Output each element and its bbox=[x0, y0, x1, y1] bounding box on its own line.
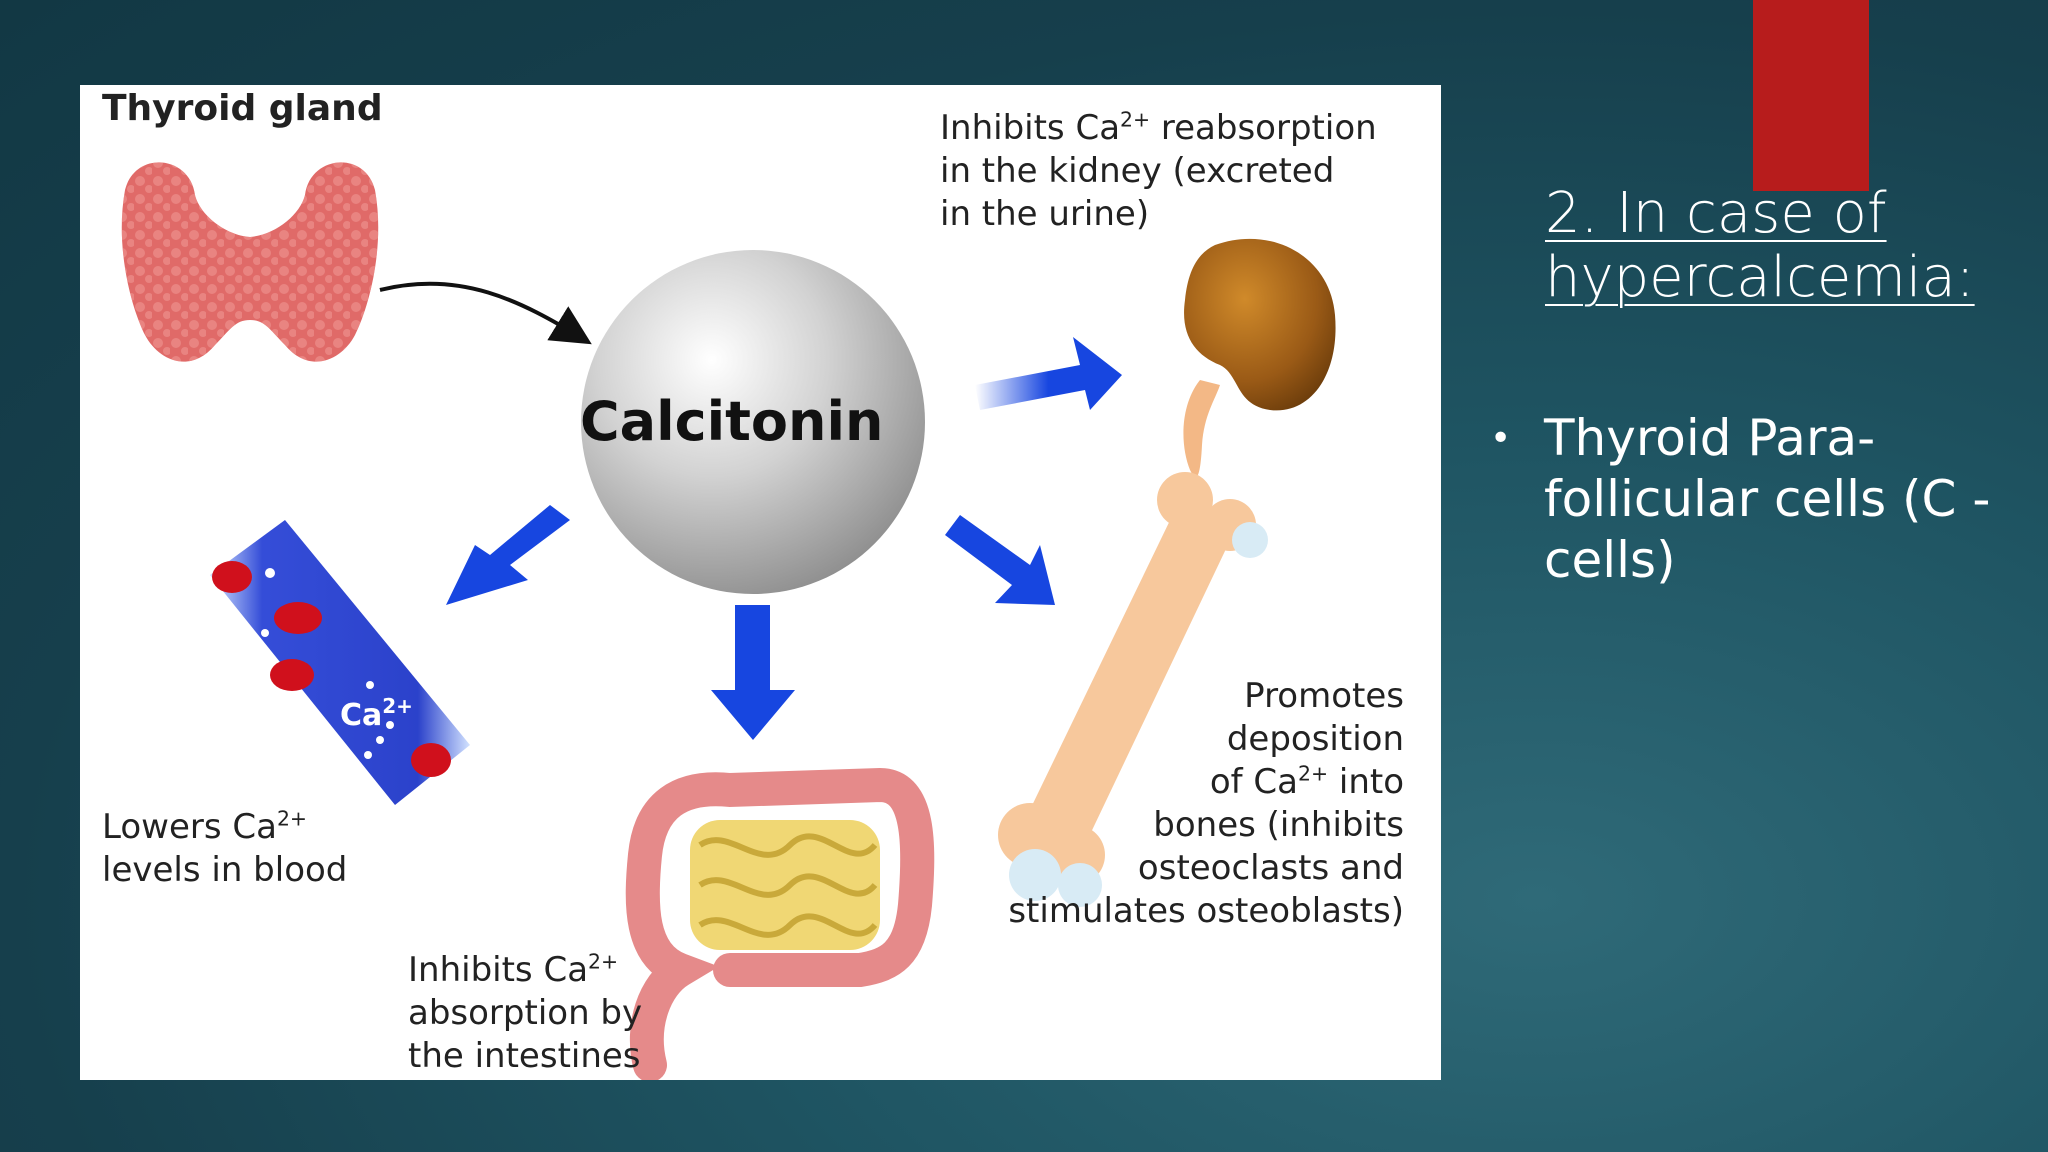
arrow-to-kidney bbox=[975, 337, 1122, 410]
arrow-to-intestines bbox=[711, 605, 795, 740]
diagram-artwork: Ca2+ bbox=[121, 162, 1336, 1080]
bone-illustration bbox=[998, 472, 1268, 907]
blood-ca-badge: Ca2+ bbox=[340, 694, 413, 733]
thyroid-gland-label: Thyroid gland bbox=[102, 88, 383, 129]
slide-title-line-2: hypercalcemia: bbox=[1545, 245, 1975, 310]
calcitonin-diagram: Ca2+ Thyroid gland Calcitonin Inhibits C… bbox=[80, 85, 1441, 1080]
arrow-to-bone bbox=[945, 515, 1055, 605]
calcitonin-label: Calcitonin bbox=[580, 390, 884, 453]
accent-bar bbox=[1753, 0, 1869, 191]
intestines-illustration bbox=[625, 767, 935, 1080]
blood-effect-label: Lowers Ca2+ levels in blood bbox=[102, 806, 348, 890]
kidney-effect-label: Inhibits Ca2+ reabsorption in the kidney… bbox=[940, 107, 1377, 234]
arrow-to-blood bbox=[446, 505, 570, 605]
thyroid-to-calcitonin-arrow bbox=[379, 281, 592, 345]
intestine-effect-label: Inhibits Ca2+ absorption by the intestin… bbox=[408, 949, 643, 1076]
bullet-icon: • bbox=[1490, 418, 1512, 459]
bone-effect-label: Promotes deposition of Ca2+ into bones (… bbox=[1008, 676, 1404, 931]
thyroid-gland-illustration bbox=[121, 162, 379, 362]
slide-title: 2. In case of hypercalcemia: bbox=[1545, 182, 1975, 310]
kidney-illustration bbox=[1183, 238, 1336, 478]
bullet-text: Thyroid Para- follicular cells (C - cell… bbox=[1544, 409, 1991, 589]
calcitonin-sphere bbox=[581, 250, 925, 594]
bullet-list: • Thyroid Para- follicular cells (C - ce… bbox=[1490, 408, 2010, 591]
blood-vessel-illustration bbox=[210, 520, 470, 805]
slide-title-line-1: 2. In case of bbox=[1545, 181, 1887, 246]
